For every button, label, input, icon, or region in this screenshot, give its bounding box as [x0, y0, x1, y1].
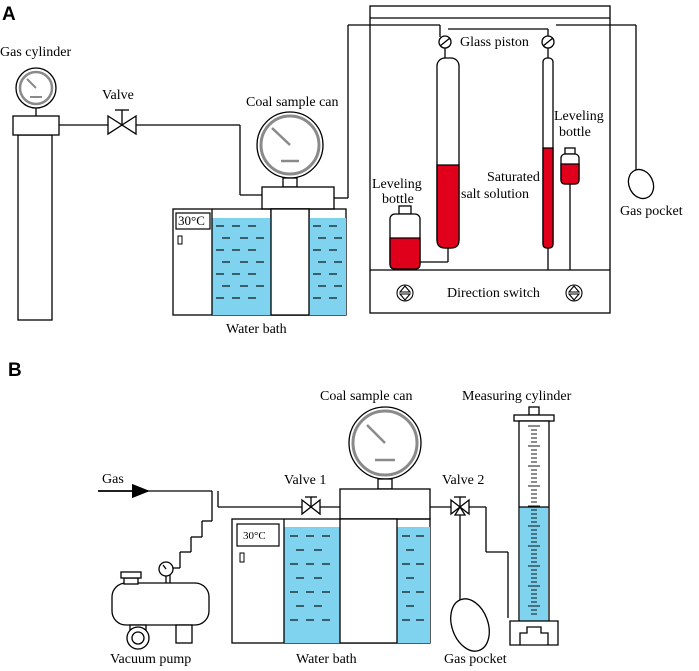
burette-right — [542, 57, 571, 270]
gas-pocket-a — [627, 168, 655, 200]
gas-line-a — [59, 124, 262, 196]
glass-piston-right — [541, 35, 555, 58]
panel-a-tag: A — [2, 4, 16, 25]
valve-1 — [301, 496, 321, 516]
gas-inlet-label: Gas — [102, 472, 124, 487]
coal-sample-can-b — [339, 406, 431, 520]
vacuum-pump — [111, 561, 210, 650]
leveling-bottle-right-line1: Leveling — [554, 109, 604, 124]
coal-sample-can-a-label: Coal sample can — [246, 95, 339, 110]
panel-b-tag: B — [8, 360, 22, 381]
glass-piston-left — [438, 35, 452, 58]
pipe-can-to-cabinet — [334, 24, 440, 199]
coal-sample-can-b-label: Coal sample can — [320, 389, 413, 404]
water-dashes-a — [216, 225, 342, 299]
water-bath-a-label: Water bath — [226, 322, 287, 337]
leveling-bottle-left-line1: Leveling — [372, 177, 422, 192]
gas-pocket-b — [450, 598, 490, 652]
gas-pocket-b-label: Gas pocket — [444, 652, 507, 667]
valve-1-label: Valve 1 — [284, 473, 326, 488]
leveling-bottle-left-line2: bottle — [382, 192, 414, 207]
gas-cylinder-label: Gas cylinder — [0, 45, 71, 60]
measuring-cylinder-label: Measuring cylinder — [462, 389, 572, 404]
water-bath-a — [172, 208, 347, 316]
valve-2-label: Valve 2 — [442, 473, 484, 488]
panel-a: A Gas cylinder Valve Coal sample ca — [0, 4, 683, 337]
cylinder-graduations — [528, 425, 540, 615]
burette-left — [397, 57, 460, 270]
gas-cylinder — [12, 67, 60, 321]
valve-a — [107, 109, 137, 136]
direction-switch-right — [565, 284, 583, 302]
glass-piston-label: Glass piston — [460, 35, 529, 50]
leveling-bottle-right-line2: bottle — [559, 125, 591, 140]
panel-b: B Coal sample can Measuring cylinder Gas — [8, 360, 572, 667]
direction-switch-label: Direction switch — [447, 286, 540, 301]
temperature-a: 30°C — [178, 213, 205, 228]
water-dashes-b — [290, 535, 424, 621]
water-bath-b-label: Water bath — [296, 652, 357, 667]
direction-switch-left — [396, 284, 414, 302]
gas-pocket-a-label: Gas pocket — [620, 204, 683, 219]
temperature-b: 30°C — [243, 530, 266, 542]
water-bath-b — [231, 518, 431, 644]
leveling-bottle-right — [560, 147, 580, 185]
valve-2 — [450, 496, 470, 516]
top-tubing — [439, 24, 637, 170]
valve-a-label: Valve — [102, 88, 134, 103]
saturated-salt-solution-line1: Saturated — [487, 170, 540, 185]
saturated-salt-solution-line2: salt solution — [461, 187, 529, 202]
vacuum-pump-label: Vacuum pump — [110, 652, 191, 667]
leveling-bottle-left — [389, 205, 421, 270]
